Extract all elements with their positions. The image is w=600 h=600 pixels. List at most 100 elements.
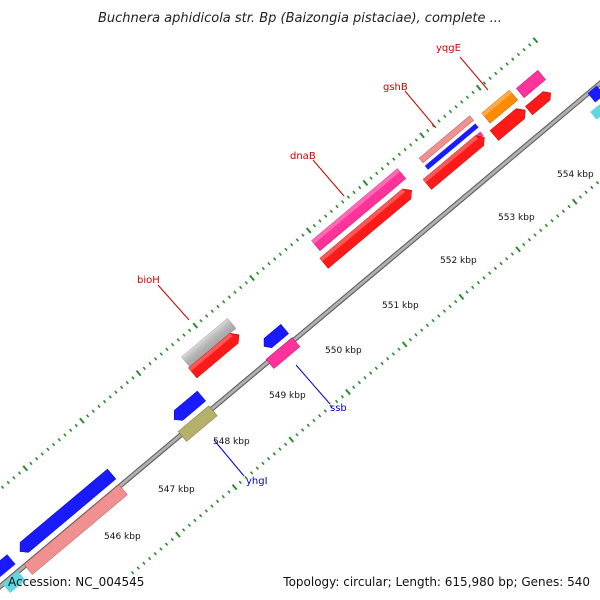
scale-tick-548: 548 kbp xyxy=(213,437,250,447)
tick-mark xyxy=(227,295,231,299)
feature-yhgI-olive[interactable] xyxy=(177,405,218,442)
tick-mark xyxy=(528,43,532,47)
gene-label-yhgI[interactable]: yhgI xyxy=(246,476,268,487)
tick-mark xyxy=(544,223,549,228)
tick-mark xyxy=(130,571,135,575)
tick-mark xyxy=(420,328,424,332)
feature-edge-reverse[interactable] xyxy=(0,554,16,578)
feature-reverse-546[interactable] xyxy=(16,468,117,556)
tick-mark xyxy=(284,442,288,447)
tick-mark xyxy=(476,280,481,285)
scale-tick-550: 550 kbp xyxy=(325,346,362,356)
tick-mark xyxy=(527,238,532,242)
tick-mark xyxy=(159,547,163,551)
yqgE-leader xyxy=(459,56,489,91)
tick-mark xyxy=(46,447,50,451)
tick-mark xyxy=(164,542,169,546)
feature-edge-cyan-lower[interactable] xyxy=(2,570,26,594)
tick-mark xyxy=(595,180,600,185)
tick-mark xyxy=(516,52,521,57)
gene-label-gshB[interactable]: gshB xyxy=(383,82,408,93)
tick-mark xyxy=(493,266,498,271)
tick-mark xyxy=(465,95,470,99)
feature-dnaB-cds[interactable] xyxy=(319,185,416,269)
tick-mark xyxy=(131,376,135,380)
accession-text: Accession: NC_004545 xyxy=(8,575,144,589)
tick-mark xyxy=(324,214,328,218)
tick-mark xyxy=(318,414,322,418)
tick-mark xyxy=(386,356,390,361)
tick-mark xyxy=(465,290,469,294)
tick-mark xyxy=(419,132,425,139)
gshB-leader xyxy=(404,90,437,129)
tick-mark xyxy=(305,227,312,234)
tick-mark xyxy=(448,109,453,114)
tick-mark xyxy=(85,414,90,418)
inner-features xyxy=(0,324,301,594)
gene-label-bioH[interactable]: bioH xyxy=(137,275,160,286)
gene-label-dnaB[interactable]: dnaB xyxy=(290,151,316,162)
feature-pseudo-546[interactable] xyxy=(23,484,128,575)
feature-dnaB-rna[interactable] xyxy=(311,168,407,251)
tick-mark xyxy=(488,76,492,80)
tick-mark xyxy=(454,105,458,109)
tick-mark xyxy=(403,147,407,152)
tick-mark xyxy=(358,185,362,190)
tick-mark xyxy=(386,162,390,166)
gene-label-ssb[interactable]: ssb xyxy=(330,403,347,414)
tick-mark xyxy=(91,409,95,413)
feature-edge-cyan[interactable] xyxy=(590,104,600,120)
tick-mark xyxy=(261,266,265,271)
tick-mark xyxy=(255,466,259,470)
feature-gshB-cds[interactable] xyxy=(422,132,488,190)
tick-mark xyxy=(221,494,225,499)
feature-bioH-cds[interactable] xyxy=(188,329,243,379)
tick-mark xyxy=(97,404,101,409)
tick-mark xyxy=(375,171,379,176)
yhgI-leader xyxy=(213,439,245,477)
tick-mark xyxy=(312,223,316,228)
tick-mark xyxy=(345,388,351,396)
feature-edge-blue[interactable] xyxy=(587,85,600,103)
tick-mark xyxy=(147,556,152,561)
tick-mark xyxy=(159,352,163,356)
feature-bioH-hypothetical[interactable] xyxy=(181,318,237,368)
tick-mark xyxy=(539,228,543,233)
tick-mark xyxy=(142,366,146,371)
feature-cds-small[interactable] xyxy=(525,88,554,116)
tick-mark xyxy=(249,471,254,475)
tick-mark xyxy=(335,399,339,404)
tick-mark xyxy=(142,561,146,565)
tick-mark xyxy=(210,504,214,508)
feature-ssb-reverse[interactable] xyxy=(260,324,289,351)
feature-yqgE-cds[interactable] xyxy=(489,105,529,141)
tick-mark xyxy=(176,338,180,342)
tick-mark xyxy=(443,114,447,119)
tick-mark xyxy=(266,456,271,461)
feature-ssb-rna[interactable] xyxy=(265,337,301,369)
tick-mark xyxy=(471,90,475,95)
tick-mark xyxy=(193,518,197,523)
tick-mark xyxy=(550,219,554,223)
tick-mark xyxy=(515,246,521,253)
tick-mark xyxy=(153,357,158,361)
tick-mark xyxy=(323,409,327,413)
tick-mark xyxy=(471,285,475,290)
feature-reverse-548[interactable] xyxy=(170,390,206,424)
feature-gshB-reverse[interactable] xyxy=(424,123,479,170)
tick-mark xyxy=(114,390,118,394)
feature-yqgE-orange[interactable] xyxy=(481,89,518,124)
tick-mark xyxy=(567,204,571,209)
gene-label-yqgE[interactable]: yqgE xyxy=(436,43,461,54)
tick-mark xyxy=(188,328,192,333)
tick-mark xyxy=(192,322,199,329)
tick-mark xyxy=(460,100,464,104)
tick-mark xyxy=(34,457,39,461)
feature-rna-small[interactable] xyxy=(516,70,546,98)
tick-mark xyxy=(510,252,515,256)
feature-gshB-pseudo[interactable] xyxy=(418,115,474,164)
gene-annotations: yqgE gshB dnaB bioH ssb yhgI xyxy=(137,43,489,487)
tick-mark xyxy=(244,281,248,285)
tick-mark xyxy=(318,219,322,223)
tick-mark xyxy=(227,490,231,494)
